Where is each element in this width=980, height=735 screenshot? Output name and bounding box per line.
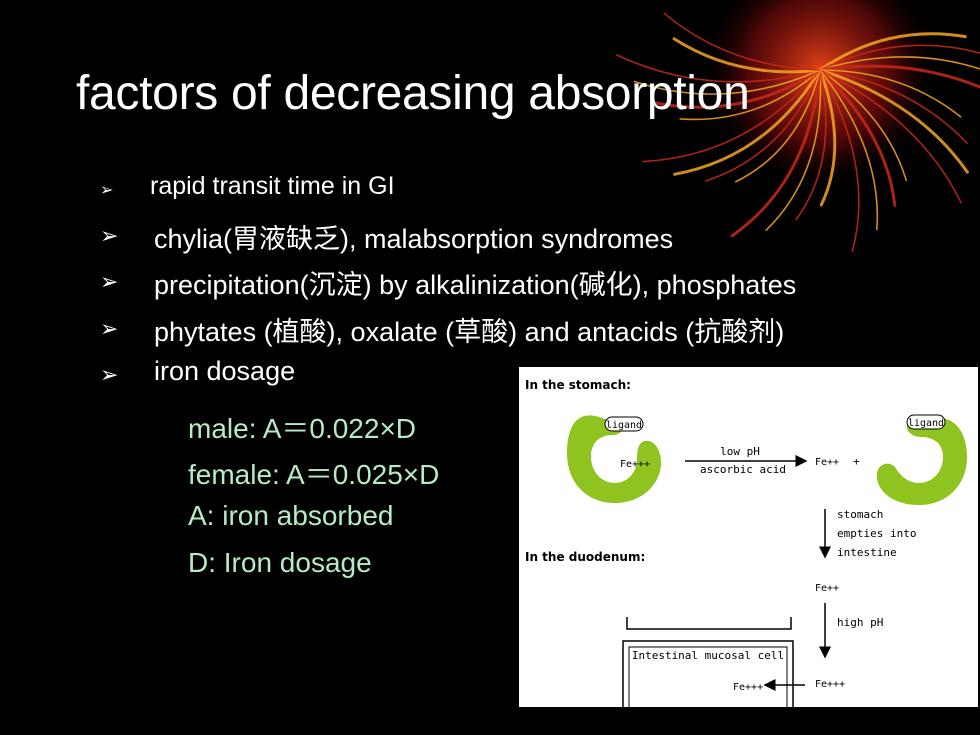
firework-ray	[818, 68, 837, 207]
firework-ray	[730, 68, 822, 238]
low-ph-label: low pH	[720, 445, 760, 458]
high-ph-label: high pH	[837, 616, 883, 629]
firework-ray	[818, 64, 980, 89]
firework-ray	[642, 69, 821, 163]
mucosal-cell-label: Intestinal mucosal cell	[632, 649, 784, 662]
firework-ray	[679, 69, 821, 121]
firework-ray	[819, 69, 908, 182]
firework-ray	[615, 54, 821, 83]
duodenum-heading: In the duodenum:	[525, 550, 645, 564]
stomach-empties-label: empties into	[837, 527, 916, 540]
fe3-label: Fe+++	[620, 459, 650, 470]
ascorbic-acid-label: ascorbic acid	[700, 463, 786, 476]
fe3-label: Fe+++	[733, 682, 763, 693]
iron-absorption-diagram: In the stomach: ligand Fe+++ low pH asco…	[519, 367, 978, 707]
male-dosage-formula: male: A＝0.022×D	[188, 413, 417, 444]
ligand-right-icon	[876, 417, 967, 505]
firework-ray	[819, 44, 980, 71]
firework-ray	[673, 68, 822, 176]
firework-ray	[819, 69, 968, 144]
arrow-bullet-icon: ➢	[100, 182, 114, 199]
firework-ray	[654, 68, 822, 109]
legend-d: D: Iron dosage	[188, 547, 372, 578]
firework-ray	[818, 68, 897, 207]
firework-ray	[765, 69, 822, 232]
fe2-label: Fe++	[815, 457, 839, 468]
firework-ray	[819, 69, 962, 118]
arrow-bullet-icon: ➢	[100, 362, 119, 387]
ligand-left-icon	[567, 415, 661, 503]
plus-sign: +	[853, 455, 860, 468]
ligand-label: ligand	[606, 420, 642, 431]
slide-title: factors of decreasing absorption	[76, 67, 750, 120]
female-dosage-formula: female: A＝0.025×D	[188, 459, 440, 490]
firework-ray	[663, 12, 821, 71]
fe3-label: Fe+++	[815, 679, 845, 690]
arrow-bullet-icon: ➢	[100, 222, 119, 248]
ligand-label: ligand	[908, 418, 944, 429]
arrow-bullet-icon: ➢	[100, 315, 119, 341]
firework-ray	[819, 69, 879, 231]
firework-ray	[819, 56, 980, 71]
firework-ray	[795, 69, 827, 221]
fe2-label: Fe++	[815, 583, 839, 594]
firework-ray	[705, 69, 821, 182]
firework-ray	[818, 32, 967, 72]
firework-ray	[819, 69, 962, 204]
stomach-heading: In the stomach:	[525, 378, 631, 392]
legend-a: A: iron absorbed	[188, 500, 394, 531]
firework-ray	[735, 69, 821, 183]
stomach-empties-label: stomach	[837, 508, 883, 521]
firework-ray	[633, 69, 821, 95]
stomach-empties-label: intestine	[837, 546, 897, 559]
firework-ray	[672, 37, 822, 74]
firework-ray	[818, 68, 969, 174]
arrow-bullet-icon: ➢	[100, 269, 119, 294]
firework-ray	[819, 69, 860, 253]
